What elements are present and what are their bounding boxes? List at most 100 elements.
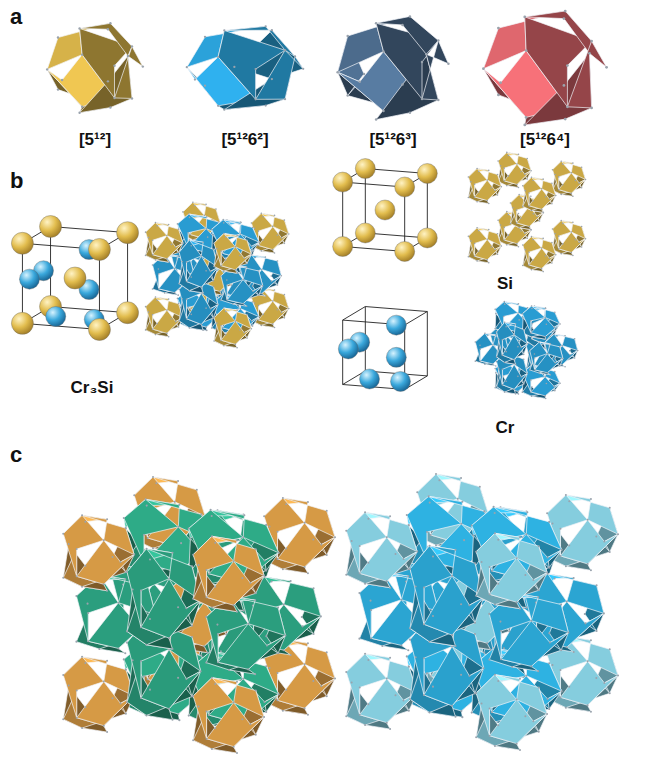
vertex-dot bbox=[524, 233, 526, 235]
vertex-dot bbox=[288, 233, 290, 235]
vertex-dot bbox=[200, 513, 202, 515]
vertex-dot bbox=[265, 104, 267, 106]
vertex-dot bbox=[178, 320, 180, 322]
vertex-dot bbox=[125, 713, 127, 715]
vertex-dot bbox=[531, 336, 533, 338]
vertex-dot bbox=[217, 633, 219, 635]
vertex-dot bbox=[532, 259, 534, 261]
vertex-dot bbox=[185, 607, 187, 609]
vertex-dot bbox=[268, 667, 270, 669]
vertex-dot bbox=[228, 669, 230, 671]
vertex-dot bbox=[217, 56, 219, 58]
vertex-dot bbox=[213, 266, 215, 268]
vertex-dot bbox=[254, 599, 256, 601]
vertex-dot bbox=[531, 305, 533, 307]
vertex-dot bbox=[145, 306, 147, 308]
vertex-dot bbox=[216, 624, 218, 626]
vertex-dot bbox=[211, 535, 213, 537]
vertex-dot bbox=[528, 352, 530, 354]
atom-sphere bbox=[417, 228, 437, 248]
vertex-dot bbox=[518, 246, 520, 248]
vertex-dot bbox=[156, 323, 158, 325]
vertex-dot bbox=[277, 309, 279, 311]
vertex-dot bbox=[226, 284, 228, 286]
vertex-dot bbox=[147, 537, 149, 539]
vertex-dot bbox=[526, 237, 528, 239]
vertex-dot bbox=[235, 320, 237, 322]
atom-sphere bbox=[333, 237, 353, 257]
vertex-dot bbox=[522, 391, 524, 393]
vertex-dot bbox=[494, 309, 496, 311]
vertex-dot bbox=[528, 205, 530, 207]
vertex-dot bbox=[490, 246, 492, 248]
vertex-dot bbox=[285, 547, 287, 549]
vertex-dot bbox=[518, 153, 520, 155]
vertex-dot bbox=[174, 268, 176, 270]
vertex-dot bbox=[313, 587, 315, 589]
vertex-dot bbox=[554, 233, 556, 235]
polyhedron-face bbox=[187, 293, 218, 324]
vertex-dot bbox=[223, 29, 225, 31]
atom-sphere bbox=[417, 163, 437, 183]
vertex-dot bbox=[495, 372, 497, 374]
vertex-dot bbox=[504, 301, 506, 303]
vertex-dot bbox=[214, 683, 216, 685]
vertex-dot bbox=[543, 212, 545, 214]
vertex-dot bbox=[274, 252, 276, 254]
vertex-dot bbox=[554, 311, 556, 313]
vertex-dot bbox=[530, 320, 532, 322]
vertex-dot bbox=[532, 179, 534, 181]
vertex-dot bbox=[569, 354, 571, 356]
vertex-dot bbox=[178, 719, 180, 721]
vertex-dot bbox=[301, 616, 303, 618]
si-unit-cell bbox=[333, 159, 438, 262]
vertex-dot bbox=[168, 637, 170, 639]
vertex-dot bbox=[152, 239, 154, 241]
vertex-dot bbox=[181, 261, 183, 263]
vertex-dot bbox=[304, 566, 306, 568]
vertex-dot bbox=[271, 581, 273, 583]
vertex-dot bbox=[206, 596, 208, 598]
vertex-dot bbox=[521, 376, 523, 378]
atom-sphere bbox=[40, 216, 62, 238]
vertex-dot bbox=[164, 292, 166, 294]
vertex-dot bbox=[552, 169, 554, 171]
vertex-dot bbox=[494, 387, 496, 389]
vertex-dot bbox=[505, 351, 507, 353]
cell-edge bbox=[405, 312, 428, 326]
atom-sphere bbox=[386, 315, 406, 335]
vertex-dot bbox=[430, 534, 432, 536]
vertex-dot bbox=[282, 568, 284, 570]
vertex-dot bbox=[487, 334, 489, 336]
polyhedron-face bbox=[77, 540, 134, 584]
polyhedron bbox=[263, 497, 336, 574]
vertex-dot bbox=[223, 307, 225, 309]
vertex-dot bbox=[177, 713, 179, 715]
vertex-dot bbox=[213, 280, 215, 282]
vertex-dot bbox=[263, 575, 265, 577]
vertex-dot bbox=[524, 249, 526, 251]
vertex-dot bbox=[530, 229, 532, 231]
vertex-dot bbox=[152, 254, 154, 256]
polyhedron bbox=[213, 233, 252, 274]
vertex-dot bbox=[220, 650, 222, 652]
vertex-dot bbox=[272, 249, 274, 251]
vertex-dot bbox=[539, 220, 541, 222]
polyhedron bbox=[522, 176, 557, 213]
polyhedron-face bbox=[153, 310, 183, 333]
vertex-dot bbox=[544, 317, 546, 319]
vertex-dot bbox=[531, 395, 533, 397]
vertex-dot bbox=[281, 275, 283, 277]
vertex-dot bbox=[192, 598, 194, 600]
vertex-dot bbox=[204, 85, 206, 87]
vertex-dot bbox=[590, 40, 593, 43]
vertex-dot bbox=[542, 238, 544, 240]
vertex-dot bbox=[460, 477, 462, 479]
vertex-dot bbox=[307, 501, 309, 503]
vertex-dot bbox=[526, 178, 528, 180]
vertex-dot bbox=[520, 171, 522, 173]
vertex-dot bbox=[210, 308, 212, 310]
atom-sphere bbox=[88, 318, 110, 340]
vertex-dot bbox=[284, 317, 286, 319]
vertex-dot bbox=[211, 515, 213, 517]
